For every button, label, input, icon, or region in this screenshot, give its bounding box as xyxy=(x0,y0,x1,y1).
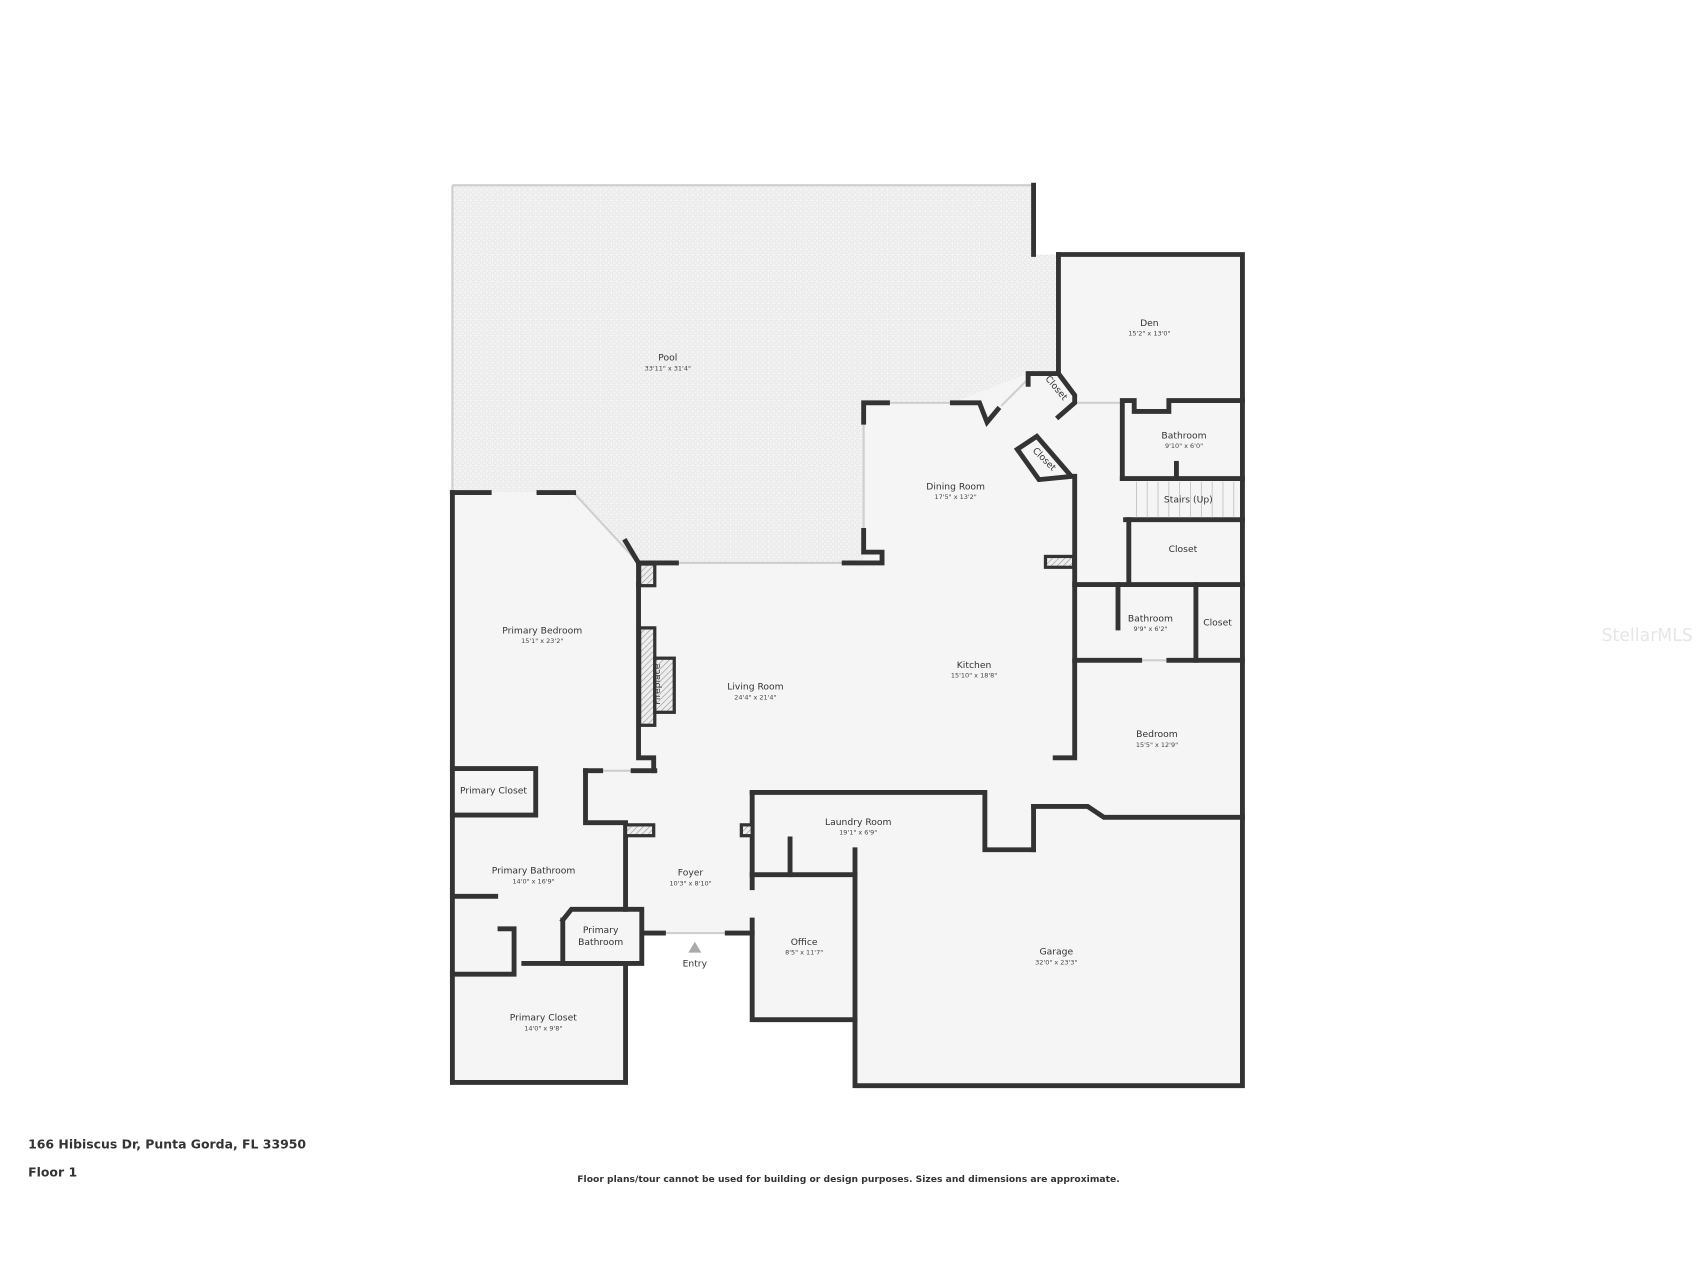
floor-label: Floor 1 xyxy=(28,1165,77,1180)
room-label-primary-closet: Primary Closet xyxy=(460,785,527,796)
room-label-kitchen: Kitchen xyxy=(957,660,992,671)
room-dim-foyer: 10'3" x 8'10" xyxy=(669,879,711,887)
pillar-block xyxy=(637,562,657,588)
room-label-primary-bathroom-2: Primary xyxy=(583,925,619,936)
room-label-office: Office xyxy=(791,937,818,948)
pillar-block xyxy=(623,823,656,838)
room-dim-living-room: 24'4" x 21'4" xyxy=(734,693,776,701)
pillar-block xyxy=(739,823,754,838)
room-dim-bedroom: 15'5" x 12'9" xyxy=(1136,741,1178,749)
entry-label: Entry xyxy=(683,959,708,970)
room-label-primary-bathroom-2: Bathroom xyxy=(578,937,623,948)
room-label-bathroom: Bathroom xyxy=(1128,613,1173,624)
room-label-bathroom: Bathroom xyxy=(1161,430,1206,441)
fireplace-hearth xyxy=(653,656,676,714)
room-label-den: Den xyxy=(1140,318,1159,329)
room-dim-primary-bedroom: 15'1" x 23'2" xyxy=(521,637,563,645)
room-label-closet: Closet xyxy=(1203,618,1232,629)
address: 166 Hibiscus Dr, Punta Gorda, FL 33950 xyxy=(28,1136,306,1151)
room-label-primary-bedroom: Primary Bedroom xyxy=(502,625,582,636)
room-dim-kitchen: 15'10" x 18'8" xyxy=(951,672,997,680)
room-dim-garage: 32'0" x 23'3" xyxy=(1035,958,1077,966)
watermark: StellarMLS xyxy=(1602,626,1693,646)
pillar-block xyxy=(1043,554,1076,569)
room-label-living-room: Living Room xyxy=(727,682,783,693)
room-label-pool: Pool xyxy=(658,353,677,364)
room-label-fireplace: Fireplace xyxy=(652,663,663,704)
room-label-dining-room: Dining Room xyxy=(926,481,985,492)
room-dim-laundry-room: 19'1" x 6'9" xyxy=(839,829,877,837)
room-dim-dining-room: 17'5" x 13'2" xyxy=(935,493,977,501)
room-label-closet: Closet xyxy=(1169,544,1198,555)
walls xyxy=(449,182,1245,1089)
room-dim-primary-closet: 14'0" x 9'8" xyxy=(524,1024,562,1032)
room-label-stairs: Stairs (Up) xyxy=(1164,494,1213,505)
room-dim-pool: 33'11" x 31'4" xyxy=(645,364,691,372)
house-floor xyxy=(452,254,1243,1086)
room-label-foyer: Foyer xyxy=(678,868,704,879)
room-label-garage: Garage xyxy=(1039,947,1073,958)
entry-arrow-icon xyxy=(688,941,702,953)
room-label-primary-closet: Primary Closet xyxy=(510,1013,577,1024)
room-dim-bathroom: 9'9" x 6'2" xyxy=(1133,625,1167,633)
disclaimer: Floor plans/tour cannot be used for buil… xyxy=(577,1174,1119,1185)
room-label-primary-bathroom: Primary Bathroom xyxy=(492,866,576,877)
room-dim-den: 15'2" x 13'0" xyxy=(1128,330,1170,338)
room-label-bedroom: Bedroom xyxy=(1136,729,1178,740)
room-dim-primary-bathroom: 14'0" x 16'9" xyxy=(512,877,554,885)
room-label-laundry-room: Laundry Room xyxy=(825,817,892,828)
room-dim-bathroom: 9'10" x 6'0" xyxy=(1165,442,1203,450)
room-dim-office: 8'5" x 11'7" xyxy=(785,949,823,957)
stairs xyxy=(1136,481,1235,518)
